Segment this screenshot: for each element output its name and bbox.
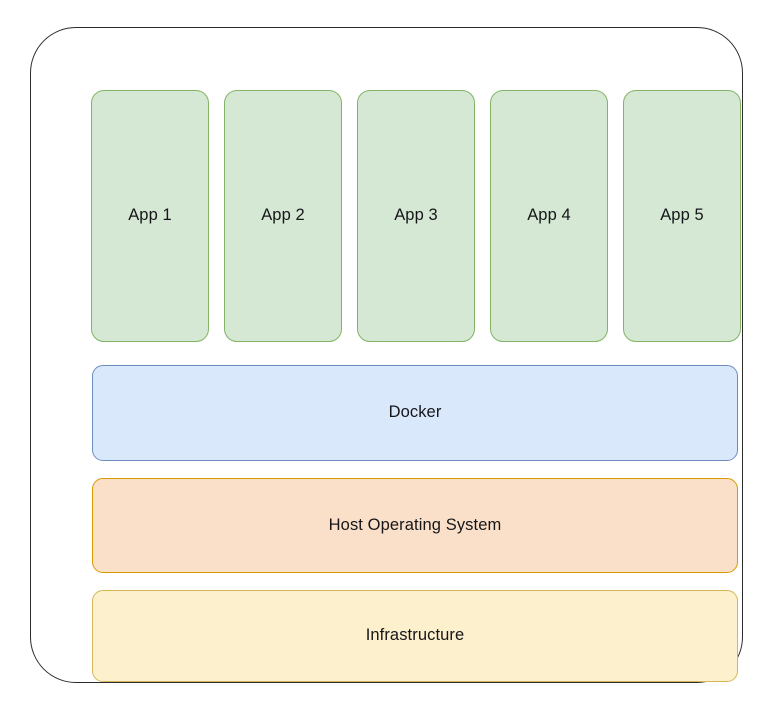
- app-box-2-label: App 2: [261, 206, 305, 225]
- app-box-3[interactable]: App 3: [357, 90, 475, 342]
- app-box-3-label: App 3: [394, 206, 438, 225]
- app-box-5-label: App 5: [660, 206, 704, 225]
- app-box-1-label: App 1: [128, 206, 172, 225]
- host-operating-system-layer-label: Host Operating System: [328, 515, 502, 534]
- app-box-4-label: App 4: [527, 206, 571, 225]
- docker-layer[interactable]: Docker: [92, 365, 738, 461]
- host-machine-boundary: App 1 App 2 App 3 App 4 App 5 Docker Hos…: [30, 27, 743, 683]
- application-layer-row: App 1 App 2 App 3 App 4 App 5: [91, 90, 741, 342]
- infrastructure-layer[interactable]: Infrastructure: [92, 590, 738, 682]
- host-operating-system-layer[interactable]: Host Operating System: [92, 478, 738, 573]
- docker-layer-label: Docker: [388, 403, 442, 422]
- app-box-4[interactable]: App 4: [490, 90, 608, 342]
- app-box-5[interactable]: App 5: [623, 90, 741, 342]
- app-box-2[interactable]: App 2: [224, 90, 342, 342]
- app-box-1[interactable]: App 1: [91, 90, 209, 342]
- infrastructure-layer-label: Infrastructure: [365, 626, 465, 645]
